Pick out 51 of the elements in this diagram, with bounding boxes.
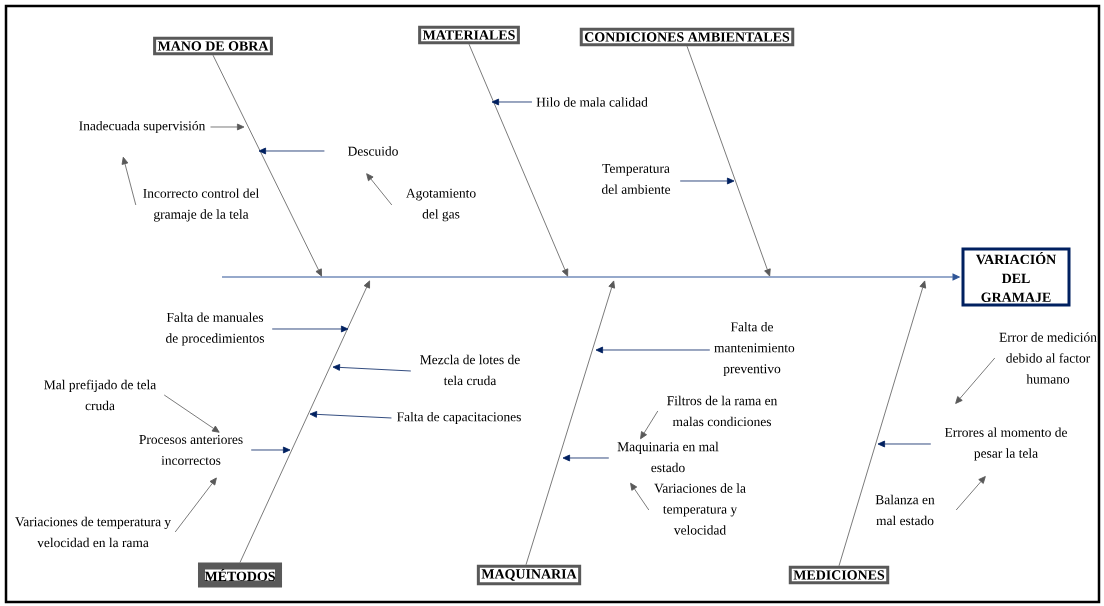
- bone-arrow: [468, 43, 569, 277]
- arrow: [562, 454, 610, 462]
- arrow: [271, 325, 349, 333]
- cause-text: Temperatura del ambiente: [601, 164, 671, 194]
- bone-arrow: [838, 280, 927, 567]
- arrow: [679, 177, 735, 185]
- arrow: [595, 346, 711, 354]
- arrow: [210, 123, 245, 131]
- arrow: [258, 147, 325, 155]
- cause-text: Procesos anteriores incorrectos: [139, 435, 243, 465]
- cause-text: Filtros de la rama en malas condiciones: [667, 395, 778, 427]
- arrow: [163, 394, 220, 433]
- bone-arrow: [239, 280, 370, 563]
- arrow: [366, 173, 393, 206]
- bone-arrow: [686, 45, 771, 277]
- effect-box: VARIACIÓN DEL GRAMAJE: [961, 247, 1071, 307]
- arrow: [174, 477, 217, 533]
- category-box: MAQUINARIA: [476, 564, 582, 586]
- cause-text: Mezcla de lotes de tela cruda: [420, 354, 520, 386]
- category-box: MEDICIONES: [788, 565, 890, 585]
- bone-arrow: [212, 54, 322, 277]
- cause-text: Incorrecto control del gramaje de la tela: [143, 188, 259, 222]
- cause-text: Falta de manuales de procedimientos: [166, 312, 265, 346]
- cause-text: Error de medición debido al factor humano: [999, 332, 1097, 384]
- arrow: [877, 440, 932, 448]
- arrow: [955, 476, 986, 511]
- category-box: MATERIALES: [418, 25, 520, 45]
- cause-text: Agotamiento del gas: [406, 188, 476, 222]
- cause-text: Variaciones de la temperatura y velocidad: [654, 483, 746, 535]
- arrow: [491, 98, 533, 106]
- arrow: [640, 410, 659, 440]
- category-box: CONDICIONES AMBIENTALES: [579, 27, 795, 47]
- cause-text: Variaciones de temperatura y velocidad en la rama: [15, 516, 171, 548]
- category-box: MÉTODOS: [198, 562, 283, 588]
- arrow: [955, 357, 996, 404]
- cause-text: Maquinaria en mal estado: [617, 441, 719, 473]
- cause-text: Falta de mantenimiento preventivo: [714, 322, 795, 376]
- arrow: [332, 364, 412, 372]
- cause-text: Descuido: [348, 146, 398, 156]
- cause-text: Falta de capacitaciones: [397, 411, 521, 425]
- arrow: [121, 156, 137, 206]
- bone-arrow: [525, 280, 615, 566]
- cause-text: Inadecuada supervisión: [79, 120, 206, 134]
- arrow: [250, 446, 291, 454]
- arrow: [309, 411, 392, 419]
- cause-text: Hilo de mala calidad: [536, 97, 648, 107]
- category-box: MANO DE OBRA: [153, 36, 273, 56]
- cause-text: Balanza en mal estado: [875, 494, 935, 526]
- cause-text: Errores al momento de pesar la tela: [944, 427, 1067, 461]
- arrow: [630, 482, 650, 511]
- cause-text: Mal prefijado de tela cruda: [44, 379, 157, 411]
